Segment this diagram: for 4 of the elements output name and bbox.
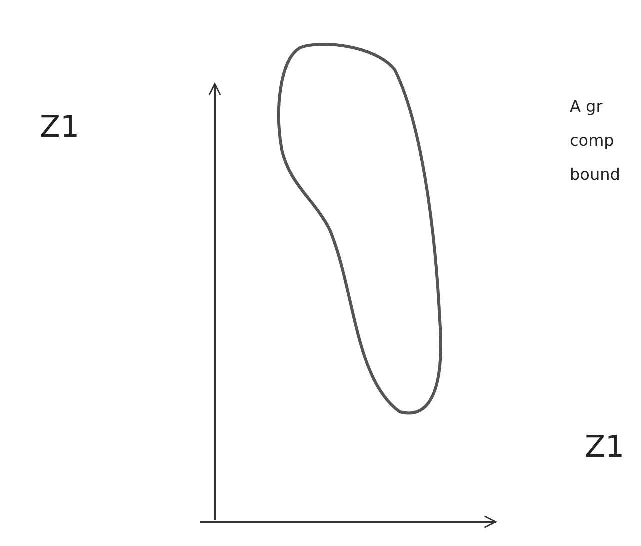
description-text: A gr comp bound — [570, 96, 622, 186]
axis-label: Z1 — [40, 110, 81, 145]
axis-label: Z1 — [585, 430, 626, 465]
kidney-shaped-region — [278, 43, 442, 415]
